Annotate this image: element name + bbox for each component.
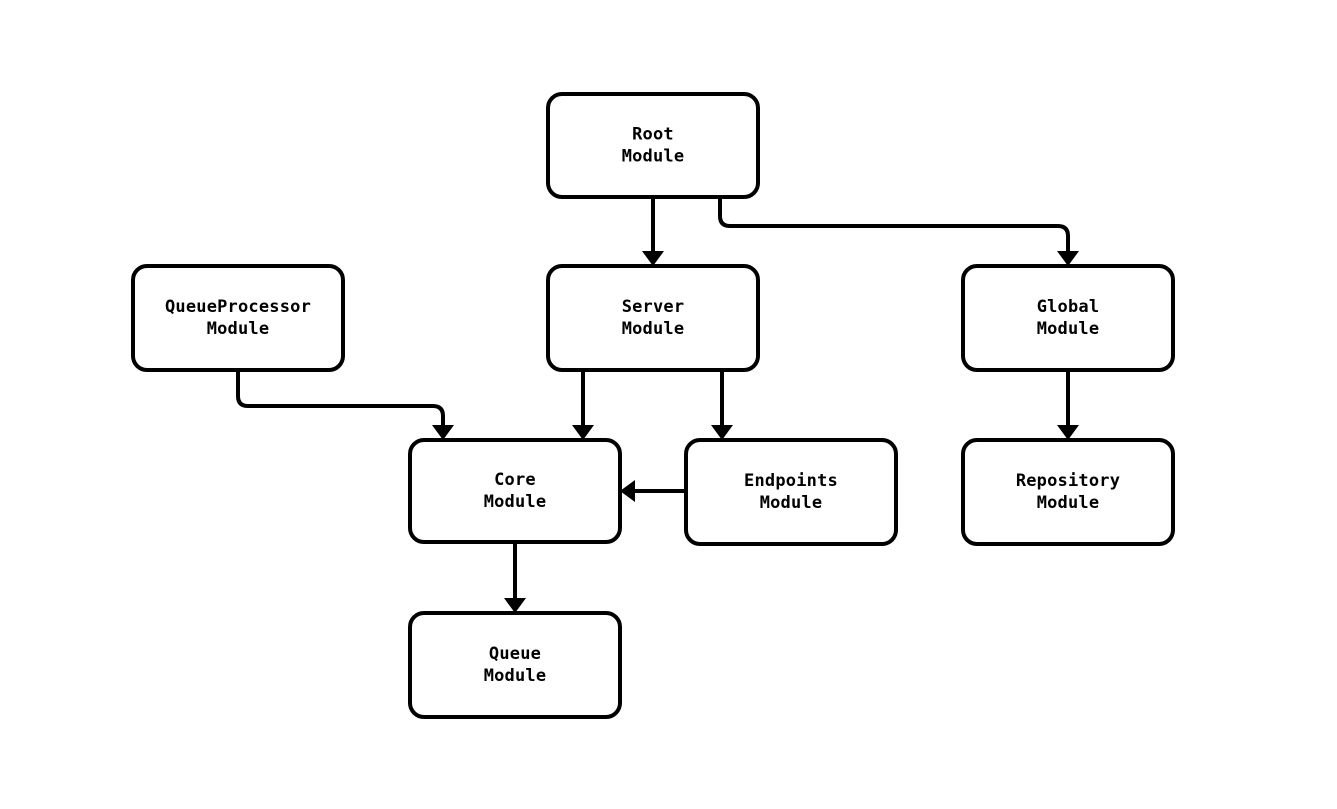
core-module-node-label-line2: Module xyxy=(484,492,547,512)
global-module-node-label-line1: Global xyxy=(1037,297,1100,317)
root-module-node-box[interactable] xyxy=(546,92,760,199)
server-module-node-label-line1: Server xyxy=(622,297,685,317)
edge-root-to-server xyxy=(642,197,664,266)
root-module-node-label-line1: Root xyxy=(632,125,674,145)
edge-queueprocessor-to-core-arrowhead-icon xyxy=(432,425,454,440)
queueprocessor-module-node-box[interactable] xyxy=(131,264,345,372)
edge-server-to-core xyxy=(572,370,594,440)
repository-module-node-box[interactable] xyxy=(961,438,1175,546)
edge-endpoints-to-core xyxy=(620,480,686,502)
repository-module-node-label-line1: Repository xyxy=(1016,471,1120,491)
edge-queueprocessor-to-core-line xyxy=(236,370,445,426)
edge-core-to-queue xyxy=(504,542,526,613)
edge-root-to-global xyxy=(718,197,1079,266)
edge-root-to-server-arrowhead-icon xyxy=(642,251,664,266)
endpoints-module-node-label-line1: Endpoints xyxy=(744,471,838,491)
queue-module-node-label-line2: Module xyxy=(484,666,547,686)
server-module-node-box[interactable] xyxy=(546,264,760,372)
core-module-node-label-line1: Core xyxy=(494,470,536,490)
queue-module-node-box[interactable] xyxy=(408,611,622,719)
server-module-node-label-line2: Module xyxy=(622,319,685,339)
queue-module-node-label-line1: Queue xyxy=(489,644,541,664)
endpoints-module-node-box[interactable] xyxy=(684,438,898,546)
root-module-node-label-line2: Module xyxy=(622,147,685,167)
edge-server-to-endpoints-arrowhead-icon xyxy=(711,425,733,440)
edges-layer xyxy=(236,197,1079,613)
queueprocessor-module-node-label-line2: Module xyxy=(207,319,270,339)
edge-server-to-core-arrowhead-icon xyxy=(572,425,594,440)
endpoints-module-node-label-line2: Module xyxy=(760,493,823,513)
global-module-node-box[interactable] xyxy=(961,264,1175,372)
core-module-node-box[interactable] xyxy=(408,438,622,544)
edge-core-to-queue-arrowhead-icon xyxy=(504,598,526,613)
edge-endpoints-to-core-arrowhead-icon xyxy=(620,480,635,502)
nodes-layer: RootModuleQueueProcessorModuleServerModu… xyxy=(131,92,1175,719)
edge-queueprocessor-to-core xyxy=(236,370,454,440)
queueprocessor-module-node-label-line1: QueueProcessor xyxy=(165,297,311,317)
edge-global-to-repository xyxy=(1057,370,1079,440)
edge-server-to-endpoints xyxy=(711,370,733,440)
global-module-node-label-line2: Module xyxy=(1037,319,1100,339)
edge-root-to-global-arrowhead-icon xyxy=(1057,251,1079,266)
edge-root-to-global-line xyxy=(718,197,1070,252)
repository-module-node-label-line2: Module xyxy=(1037,493,1100,513)
edge-global-to-repository-arrowhead-icon xyxy=(1057,425,1079,440)
